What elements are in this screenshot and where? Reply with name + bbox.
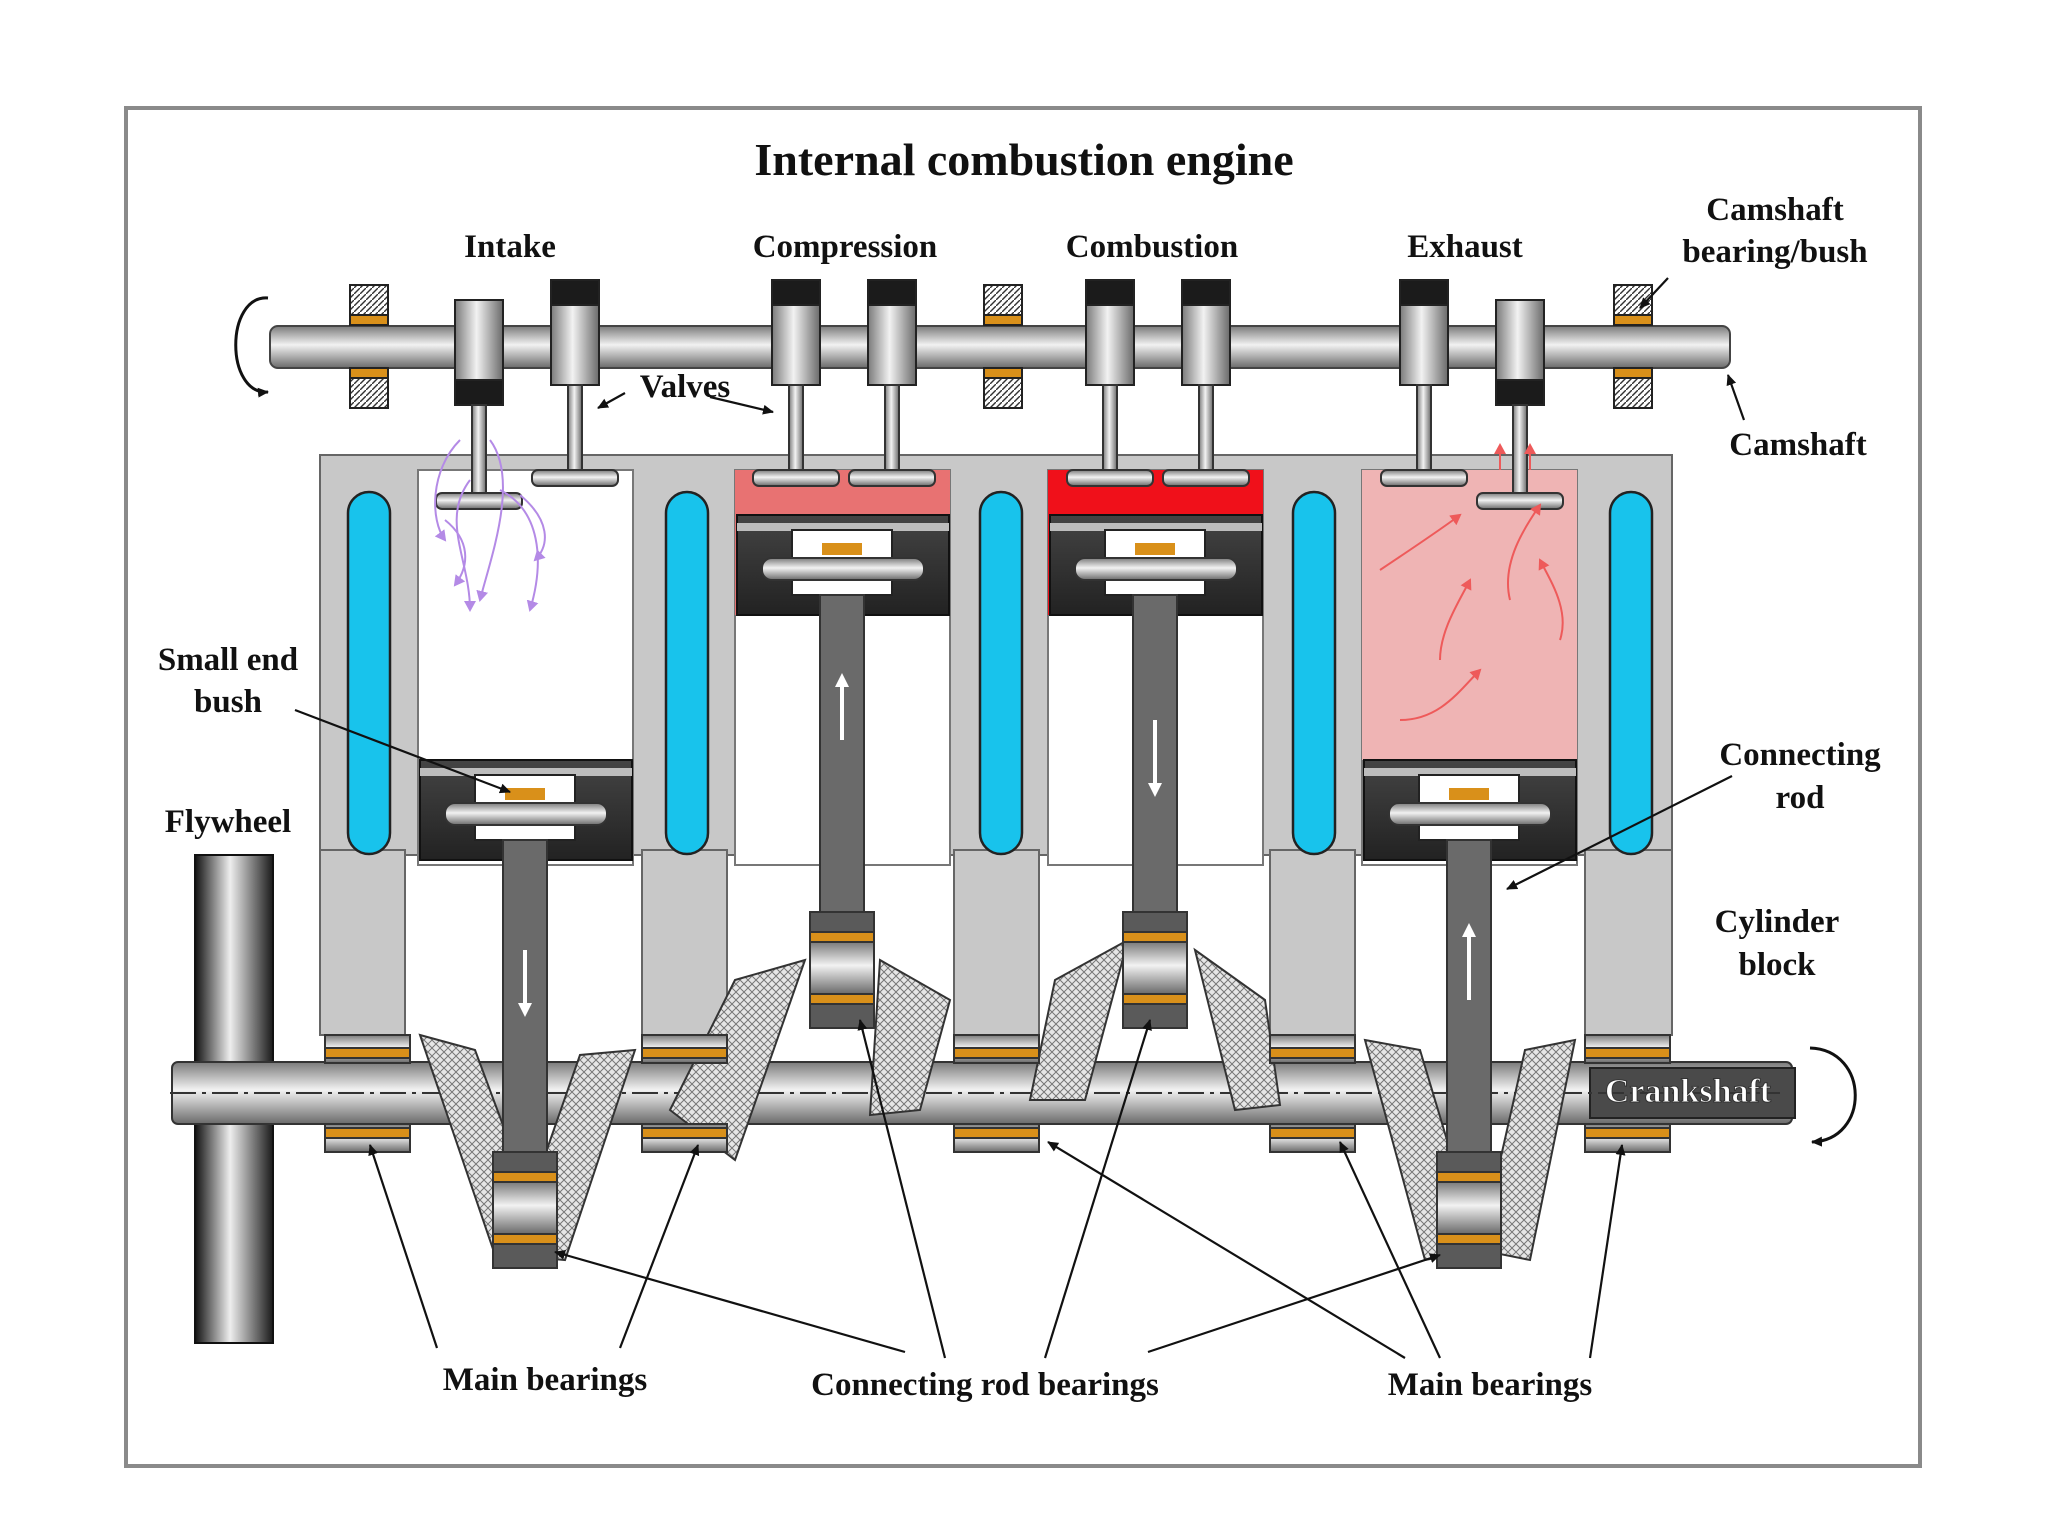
connecting-rod-bearings-label: Connecting rod bearings [811, 1367, 1159, 1403]
crankshaft-label: Crankshaft [1605, 1073, 1772, 1110]
intake-flow-arrows [434, 439, 546, 612]
flywheel-label: Flywheel [165, 804, 291, 840]
camshaft-bearing-label-line2: bearing/bush [1682, 234, 1867, 270]
stroke-label-compression: Compression [753, 229, 938, 265]
connecting-rod-label-line2: rod [1776, 780, 1825, 816]
connecting-rod-bearings [492, 911, 1502, 1269]
small-end-bush-label-line2: bush [194, 684, 262, 720]
leader-lines [294, 277, 1746, 1359]
exhaust-gas [1362, 470, 1577, 760]
stroke-label-intake: Intake [464, 229, 556, 265]
cylinder-block-label-line2: block [1738, 947, 1816, 983]
camshaft-rotation-arrow [234, 296, 269, 398]
main-bearings-label-right: Main bearings [1388, 1367, 1593, 1403]
exhaust-flow-arrows [1379, 443, 1564, 721]
valves-label: Valves [640, 369, 731, 405]
main-bearings-label-left: Main bearings [443, 1362, 648, 1398]
camshaft-bearings [349, 284, 1653, 409]
small-end-bush-label-line1: Small end [158, 642, 298, 678]
connecting-rod-label-line1: Connecting [1719, 737, 1881, 773]
main-bearings [324, 1034, 1671, 1153]
coolant-channels [346, 490, 1654, 856]
camshaft-bearing-label-line1: Camshaft [1706, 192, 1844, 228]
connecting-rods [502, 594, 1492, 1171]
stroke-label-exhaust: Exhaust [1407, 229, 1523, 265]
diagram-title: Internal combustion engine [754, 134, 1293, 185]
crankshaft-rotation-arrow [1809, 1046, 1857, 1147]
stroke-label-combustion: Combustion [1066, 229, 1238, 265]
camshaft-label: Camshaft [1729, 427, 1867, 463]
cylinder-block-label-line1: Cylinder [1715, 904, 1840, 940]
